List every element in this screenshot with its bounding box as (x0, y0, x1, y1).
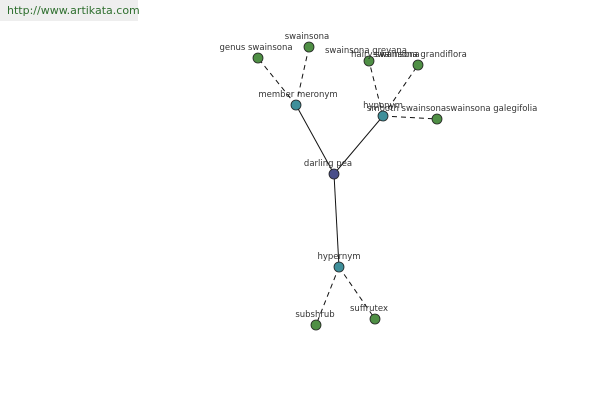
edge-member-meronym (295, 104, 335, 175)
edge-swainsona (295, 46, 310, 106)
node-swainsona-greyana[interactable] (363, 55, 375, 67)
label-genus-swainsona: genus swainsona (219, 43, 292, 53)
label-smooth-swainsona: smooth swainsona (367, 104, 446, 114)
label-swainsona-greyana: swainsona greyana (325, 46, 407, 56)
node-hyponym[interactable] (377, 110, 389, 122)
label-member-meronym: member meronym (258, 90, 337, 100)
edge-hypernym (333, 173, 340, 268)
label-hairy-swainsona: hairy swainsona (351, 50, 420, 60)
watermark-url[interactable]: http://www.artikata.com (7, 4, 140, 17)
node-subshrub[interactable] (310, 319, 322, 331)
node-swainsona-galegifolia[interactable] (431, 113, 443, 125)
label-darling-pea: darling pea (304, 159, 352, 169)
label-swainsona-galegifolia: swainsona galegifolia (446, 104, 537, 114)
label-swainsona: swainsona (285, 32, 330, 42)
label-hypernym: hypernym (317, 252, 360, 262)
node-swainsona-grandiflora[interactable] (412, 59, 424, 71)
edge-suffrutex (338, 266, 376, 320)
label-swainsona-grandiflora: swainsona grandiflora (373, 50, 467, 60)
watermark-bar: http://www.artikata.com (0, 0, 140, 21)
edge-swainsona-galegifolia (382, 115, 438, 120)
edge-subshrub (315, 266, 340, 326)
edge-genus-swainsona (257, 57, 297, 106)
edge-hyponym (333, 115, 384, 175)
edge-swainsona-greyana (368, 60, 384, 117)
label-hyponym: hyponym (363, 101, 403, 111)
node-darling-pea[interactable] (328, 168, 340, 180)
node-genus-swainsona[interactable] (252, 52, 264, 64)
node-suffrutex[interactable] (369, 313, 381, 325)
node-swainsona[interactable] (303, 41, 315, 53)
node-hypernym[interactable] (333, 261, 345, 273)
node-member-meronym[interactable] (290, 99, 302, 111)
label-subshrub: subshrub (295, 310, 334, 320)
edge-swainsona-grandiflora (382, 64, 419, 117)
label-suffrutex: suffrutex (350, 304, 388, 314)
